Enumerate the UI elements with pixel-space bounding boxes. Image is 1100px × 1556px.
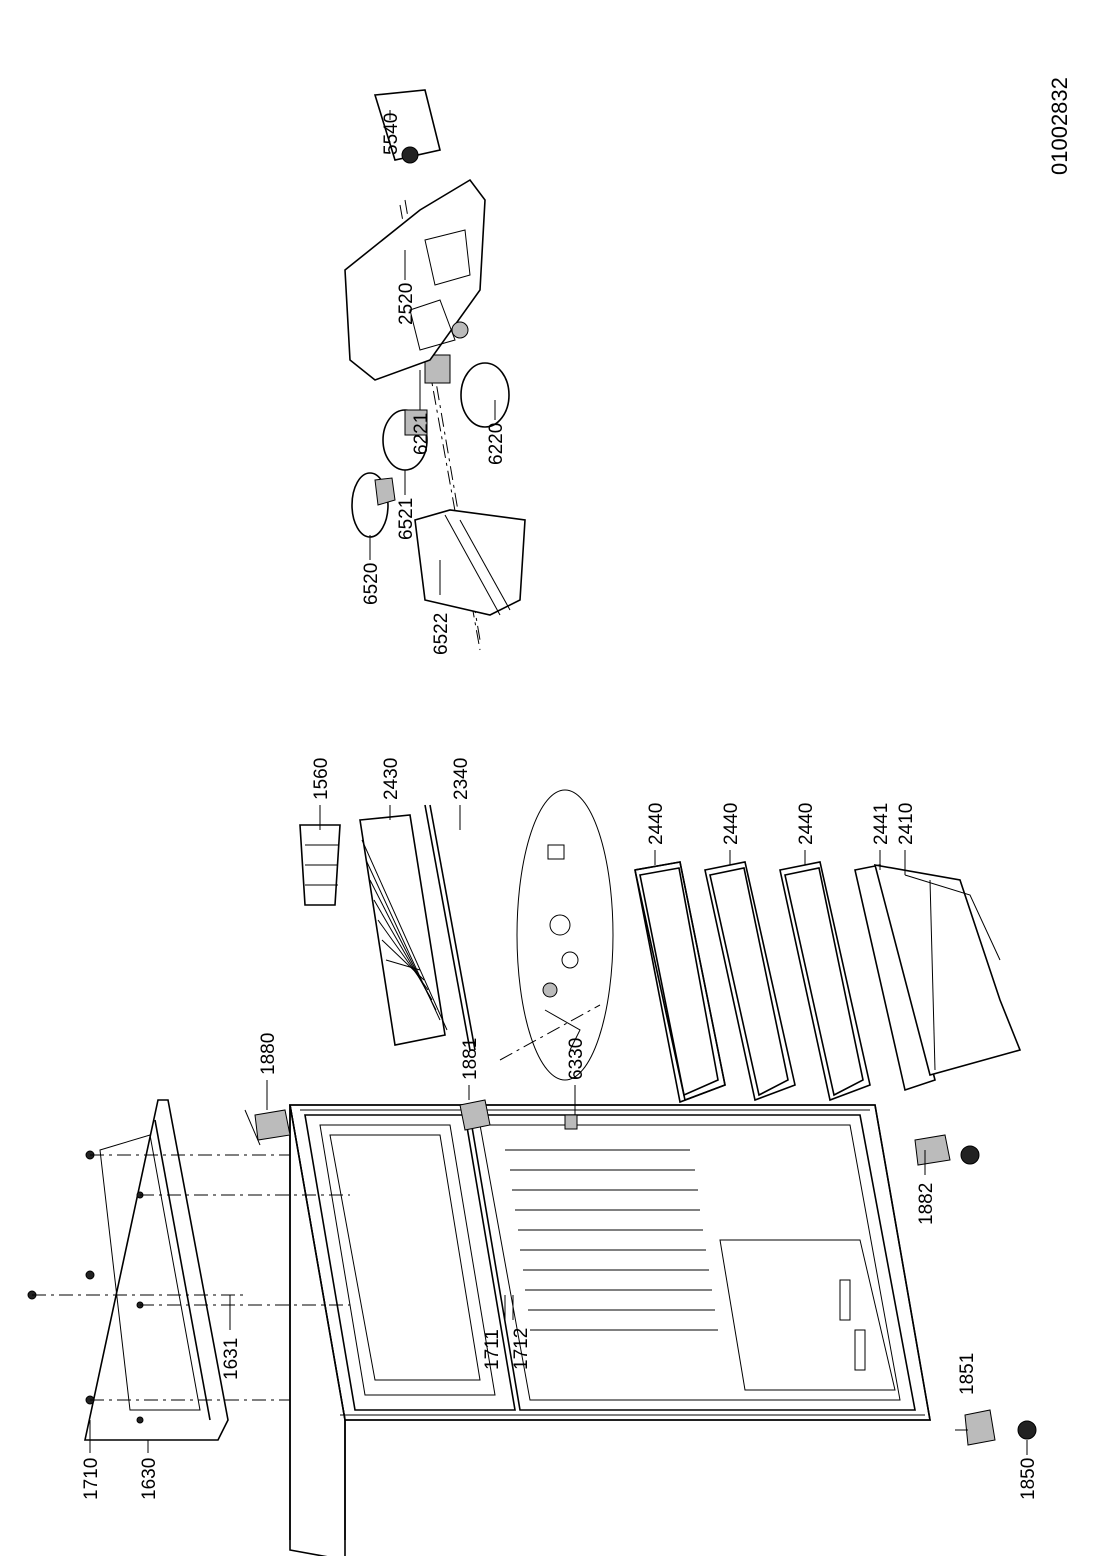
label-6220: 6220 xyxy=(486,423,507,465)
label-1711: 1711 xyxy=(482,1329,503,1370)
leader-lines xyxy=(89,110,1028,1455)
label-1710: 1710 xyxy=(81,1458,102,1500)
wire-shelf xyxy=(299,804,476,1051)
label-1882: 1882 xyxy=(916,1183,937,1225)
label-1850: 1850 xyxy=(1018,1458,1039,1500)
label-2440-top: 2440 xyxy=(646,803,667,845)
door-panel xyxy=(84,1099,229,1441)
label-1712: 1712 xyxy=(511,1328,532,1370)
drawing-number: 01002832 xyxy=(1047,77,1072,175)
label-2430: 2430 xyxy=(381,758,402,800)
label-2410: 2410 xyxy=(896,803,917,845)
label-6522: 6522 xyxy=(431,613,452,655)
label-6221: 6221 xyxy=(411,413,432,455)
label-1881: 1881 xyxy=(460,1038,481,1080)
label-1560: 1560 xyxy=(311,758,332,800)
label-6330: 6330 xyxy=(566,1038,587,1080)
detail-inset xyxy=(516,789,614,1130)
label-1880: 1880 xyxy=(258,1033,279,1075)
label-2340: 2340 xyxy=(451,758,472,800)
label-6520: 6520 xyxy=(361,563,382,605)
lamp-assembly xyxy=(344,89,526,616)
label-2440-middle: 2440 xyxy=(721,803,742,845)
glass-shelves xyxy=(634,861,871,1104)
label-5540: 5540 xyxy=(381,113,402,155)
label-1630: 1630 xyxy=(139,1458,160,1500)
label-2520: 2520 xyxy=(396,283,417,325)
fridge-cabinet xyxy=(289,1104,931,1556)
label-1851: 1851 xyxy=(957,1353,978,1395)
part-labels: 1710 1630 1631 1880 1711 1712 1881 1851 … xyxy=(81,77,1072,1500)
hinges xyxy=(244,1099,1037,1446)
label-2440-bottom: 2440 xyxy=(796,803,817,845)
label-6521: 6521 xyxy=(396,498,417,540)
label-1631: 1631 xyxy=(221,1338,242,1380)
crisper-drawer xyxy=(854,863,1022,1092)
label-2441: 2441 xyxy=(871,803,892,845)
